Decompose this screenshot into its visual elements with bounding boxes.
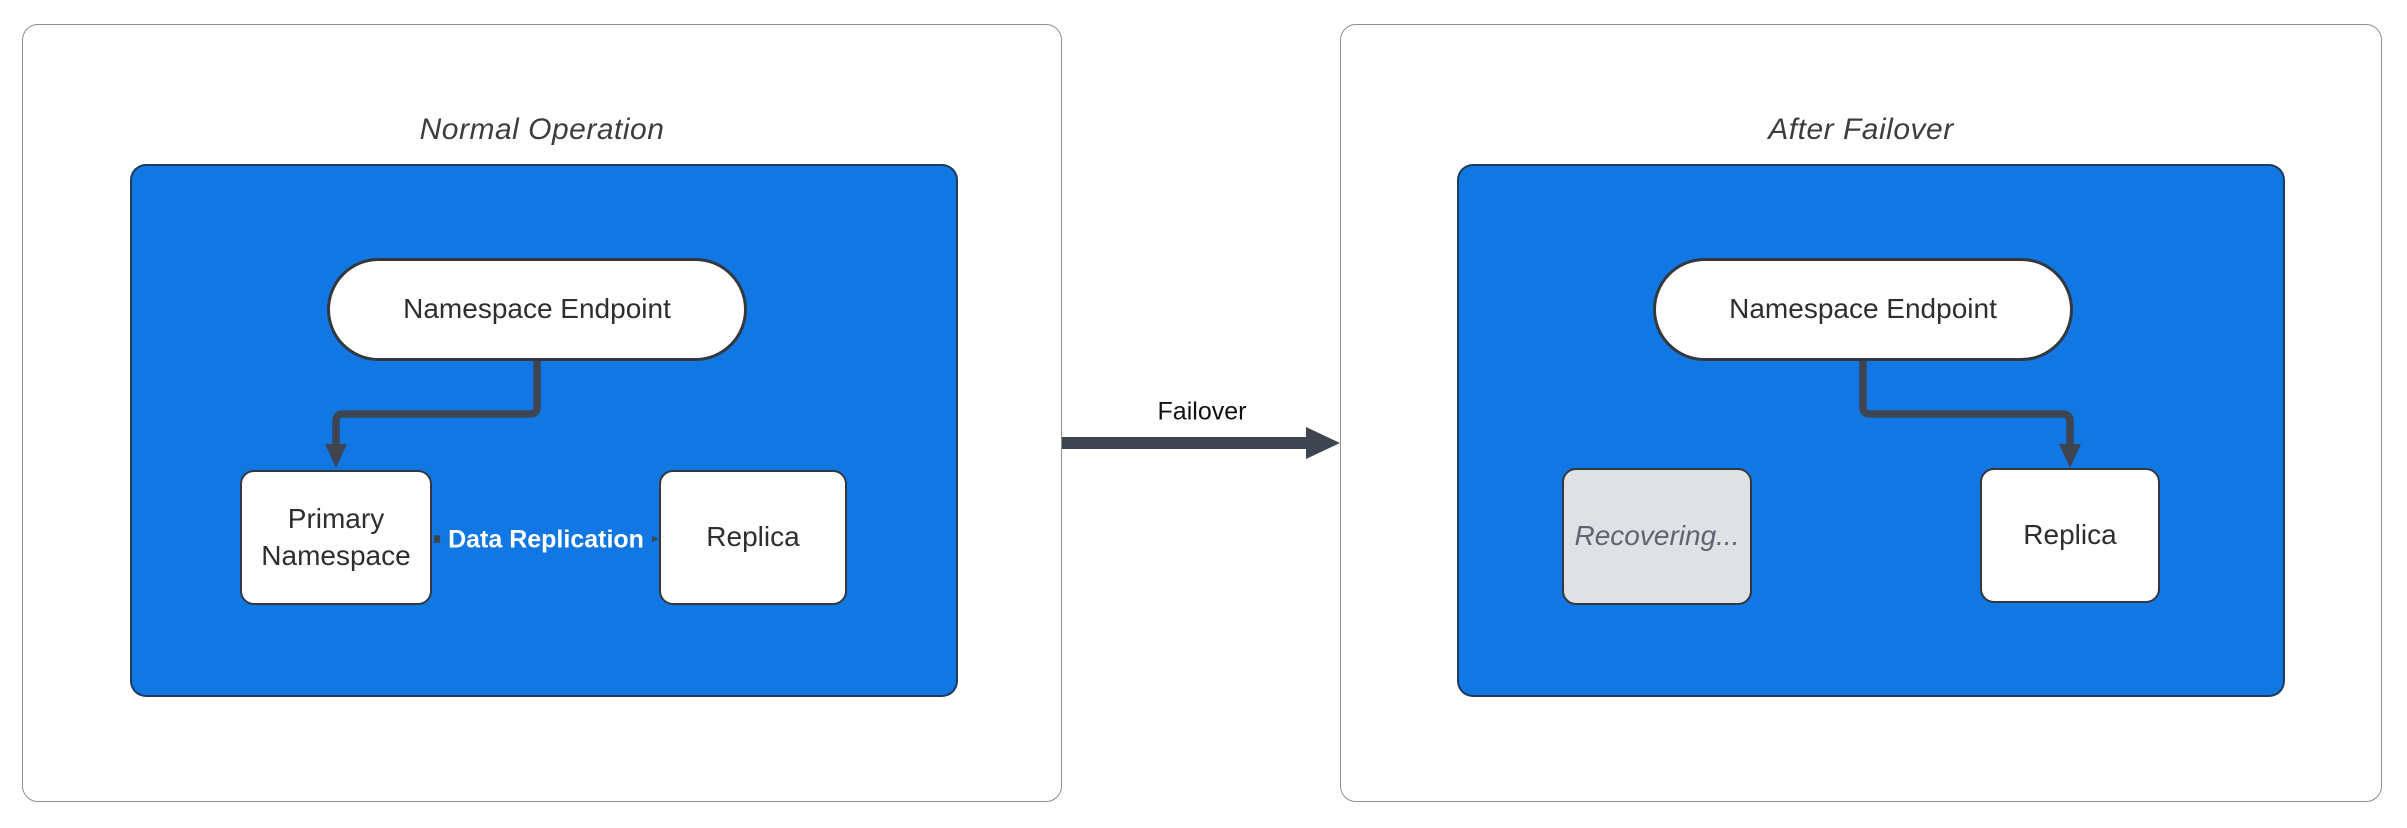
replica-label-left: Replica — [706, 521, 800, 553]
primary-namespace-node: Primary Namespace — [240, 470, 432, 605]
recovering-node: Recovering... — [1562, 468, 1752, 605]
recovering-label: Recovering... — [1574, 520, 1740, 552]
namespace-container-left — [130, 164, 958, 697]
replica-node-left: Replica — [659, 470, 847, 605]
namespace-endpoint-label-left: Namespace Endpoint — [403, 293, 671, 325]
failover-edge-label: Failover — [1157, 397, 1247, 426]
panel-title-normal-operation: Normal Operation — [419, 113, 665, 146]
primary-namespace-label: Primary Namespace — [261, 503, 411, 571]
replica-node-right: Replica — [1980, 468, 2160, 603]
namespace-endpoint-node-right: Namespace Endpoint — [1653, 258, 2073, 361]
replica-label-right: Replica — [2023, 519, 2117, 551]
failover-arrowhead — [1306, 427, 1340, 459]
namespace-endpoint-label-right: Namespace Endpoint — [1729, 293, 1997, 325]
namespace-endpoint-node-left: Namespace Endpoint — [327, 258, 747, 361]
namespace-container-right — [1457, 164, 2285, 697]
panel-title-after-failover: After Failover — [1768, 113, 1954, 146]
data-replication-edge-label: Data Replication — [440, 522, 652, 558]
